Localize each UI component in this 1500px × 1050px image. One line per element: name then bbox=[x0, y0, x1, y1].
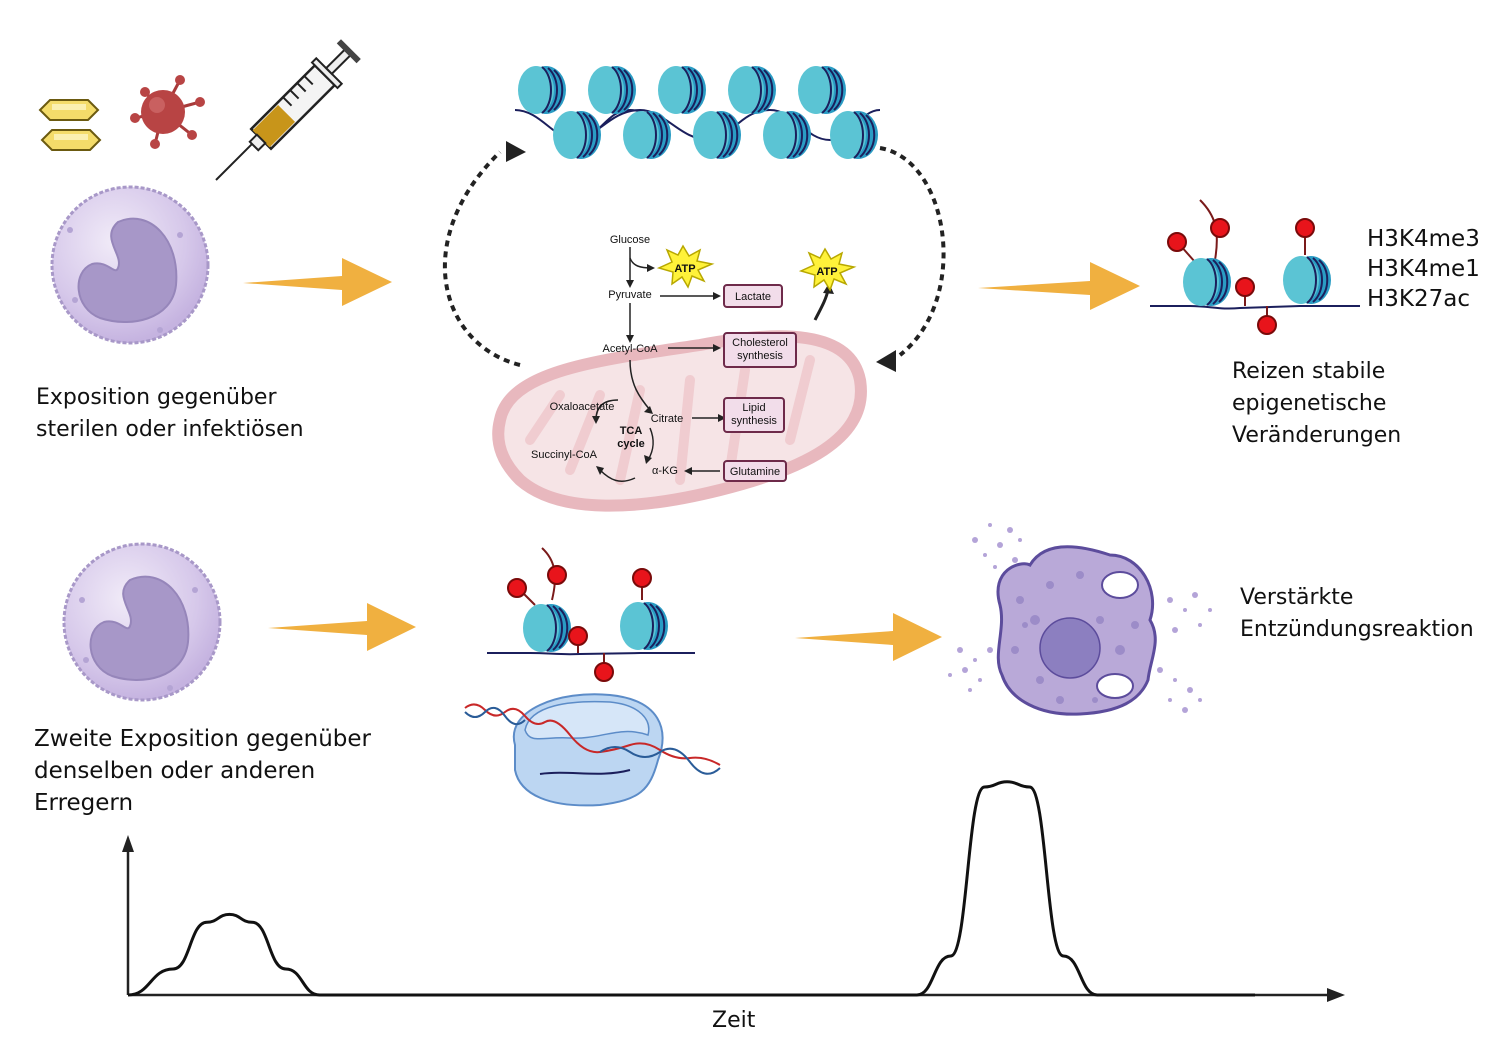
arrow-step2-icon bbox=[978, 262, 1140, 310]
akg-label: α-KG bbox=[652, 465, 678, 477]
arrowhead-left-icon bbox=[506, 141, 526, 162]
pyruvate-label: Pyruvate bbox=[608, 289, 651, 301]
citrate-label: Citrate bbox=[651, 413, 683, 425]
monocyte-cell-icon bbox=[62, 542, 222, 702]
cytokine-particles-icon bbox=[948, 523, 1212, 713]
activated-macrophage-icon bbox=[996, 545, 1157, 716]
glutamine-box bbox=[723, 460, 787, 482]
monocyte-cell-icon bbox=[50, 185, 210, 345]
succinyl-coa-label: Succinyl-CoA bbox=[531, 449, 598, 461]
arrow-step3-icon bbox=[268, 603, 416, 651]
cholesterol-box bbox=[723, 332, 797, 368]
atp-star-icon bbox=[656, 244, 715, 289]
histone-mark: H3K4me3 bbox=[1367, 226, 1480, 252]
glucose-label: Glucose bbox=[610, 234, 650, 246]
step4-label: Verstärkte Entzündungsreaktion bbox=[1240, 585, 1474, 642]
lactate-label: Lactate bbox=[735, 291, 771, 303]
lipid-box bbox=[723, 397, 785, 433]
modified-chromatin-icon bbox=[1150, 199, 1360, 335]
arrow-step1-icon bbox=[243, 258, 392, 306]
response-curve bbox=[127, 780, 1255, 997]
glutamine-label: Glutamine bbox=[730, 466, 780, 478]
step2-label: Reizen stabile epigenetische Veränderung… bbox=[1232, 359, 1402, 448]
feedback-arrow-left bbox=[442, 150, 521, 367]
histone-mark: H3K4me1 bbox=[1367, 256, 1480, 282]
chromatin-fiber-icon bbox=[514, 65, 881, 160]
histone-mark: H3K27ac bbox=[1367, 286, 1471, 312]
tca-label-1: TCA bbox=[620, 425, 643, 437]
histone-marks-list: H3K4me3 H3K4me1 H3K27ac bbox=[1367, 224, 1480, 314]
modified-chromatin-icon bbox=[487, 547, 695, 682]
metabolic-arrows bbox=[595, 247, 830, 482]
tca-label-2: cycle bbox=[617, 438, 645, 450]
arrowhead-right-icon bbox=[876, 350, 896, 372]
response-chart bbox=[122, 780, 1345, 1002]
atp-star-icon bbox=[798, 247, 857, 292]
atp-label: ATP bbox=[816, 266, 837, 278]
atp-label: ATP bbox=[674, 263, 695, 275]
syringe-icon bbox=[215, 39, 361, 181]
y-axis-arrowhead-icon bbox=[122, 835, 134, 852]
crystal-icon bbox=[38, 99, 102, 151]
x-axis-arrowhead-icon bbox=[1327, 988, 1345, 1002]
feedback-arrow-right bbox=[879, 146, 946, 357]
arrow-step4-icon bbox=[795, 613, 942, 661]
virus-icon bbox=[130, 75, 205, 149]
step1-label: Exposition gegenüber sterilen oder infek… bbox=[36, 385, 304, 442]
step3-label: Zweite Exposition gegenüber denselben od… bbox=[34, 726, 372, 816]
acetyl-coa-label: Acetyl-CoA bbox=[602, 343, 658, 355]
rna-polymerase-icon bbox=[464, 693, 721, 807]
oxaloacetate-label: Oxaloacetate bbox=[550, 401, 615, 413]
lactate-box bbox=[723, 284, 783, 308]
time-axis-label: Zeit bbox=[712, 1008, 756, 1033]
